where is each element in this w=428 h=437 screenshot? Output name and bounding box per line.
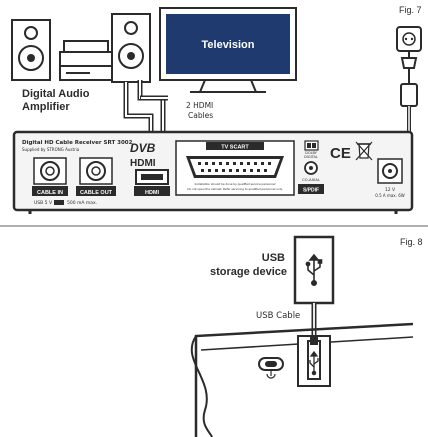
scart-note-line1: Installation should be done by qualified… (195, 182, 276, 186)
ce-mark: CE (330, 145, 351, 162)
usb-port-symbol-icon (309, 350, 319, 376)
dolby-line1: DOLBY (305, 151, 318, 155)
receiver-model: Digital HD Cable Receiver SRT 3002 (22, 140, 133, 146)
usb-rating-mark (54, 200, 64, 205)
power-button (258, 357, 284, 379)
fig8-label: Fig. 8 (400, 237, 423, 247)
scart-note-line2: Do not open the cabinet. Refer servicing… (187, 187, 282, 191)
hdmi-port: HDMI (134, 169, 170, 196)
weee-bin-icon (355, 141, 373, 161)
tv-label: Television (202, 39, 255, 51)
usb-device-label-line2: storage device (210, 266, 287, 278)
dvb-logo: DVB (130, 141, 156, 155)
scart-pins (198, 162, 271, 172)
fig7-label: Fig. 7 (399, 5, 422, 15)
usb-rating-current: 500 mA max. (67, 200, 97, 206)
spdif-port-label: S/PDIF (303, 188, 319, 194)
scart-port: TV SCART Installation should be done by … (175, 140, 295, 196)
cable-out-label: CABLE OUT (80, 190, 113, 196)
usb-rating: USB 5 V (34, 200, 53, 206)
speaker-right (111, 13, 151, 83)
power-rating-line1: 12 V (385, 187, 396, 193)
speaker-left (11, 19, 51, 81)
usb-port-front (297, 335, 331, 387)
cable-label-line1: 2 HDMI (186, 101, 213, 110)
receiver-supplier: Supplied by STRONG Austria (22, 147, 80, 152)
spdif-label: CO-AXIAL (302, 177, 321, 182)
usb-cable-label: USB Cable (256, 311, 300, 321)
usb-device-label-line1: USB (262, 252, 285, 264)
power-icon (266, 371, 276, 379)
cable-out-port: CABLE OUT (76, 157, 116, 196)
cable-label-line2: Cables (188, 111, 213, 120)
usb-symbol-icon (305, 253, 323, 286)
power-port: 12 V 0.5 A max. 6W (375, 158, 405, 198)
television-icon: Television (159, 7, 297, 93)
dolby-logo: DOLBY DIGITAL (304, 140, 319, 159)
cable-in-label: CABLE IN (37, 190, 63, 196)
usb-storage-device (293, 235, 335, 305)
amplifier-label-line2: Amplifier (22, 101, 70, 113)
power-rating-line2: 0.5 A max. 6W (375, 193, 404, 198)
scart-label: TV SCART (221, 145, 249, 151)
dolby-line2: DIGITAL (304, 155, 318, 159)
spdif-port: CO-AXIAL S/PDIF (298, 161, 324, 194)
amplifier-icon (59, 40, 113, 81)
hdmi-port-label: HDMI (145, 190, 160, 196)
amplifier-label-line1: Digital Audio (22, 88, 90, 100)
hdmi-logo: HDMI (130, 158, 156, 169)
cable-in-port: CABLE IN (32, 157, 68, 196)
